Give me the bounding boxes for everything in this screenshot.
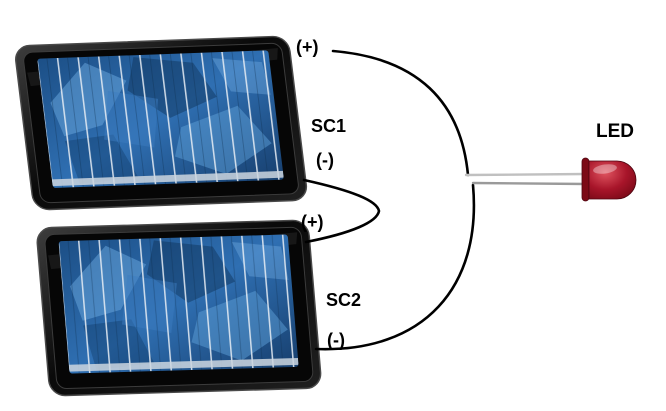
led-highlight	[593, 164, 617, 174]
label-sc1-plus: (+)	[296, 37, 319, 57]
label-sc2-minus: (-)	[327, 330, 345, 350]
label-sc2-name: SC2	[326, 290, 361, 310]
solar-cell-1	[14, 36, 308, 210]
wire-series-sc1-minus-to-sc2-plus	[302, 178, 381, 244]
led-flange	[581, 157, 590, 202]
led-lead-anode	[464, 172, 588, 177]
label-sc1-minus: (-)	[316, 150, 334, 170]
label-led: LED	[596, 121, 634, 142]
led-lead-cathode	[471, 181, 588, 186]
wire-sc1-plus-to-led	[331, 49, 470, 177]
led-component	[464, 157, 637, 202]
wire-sc2-minus-to-led	[314, 183, 476, 351]
solar-cell-2	[36, 220, 322, 396]
led-body	[588, 160, 637, 200]
label-sc2-plus: (+)	[301, 212, 324, 232]
label-sc1-name: SC1	[311, 116, 346, 136]
